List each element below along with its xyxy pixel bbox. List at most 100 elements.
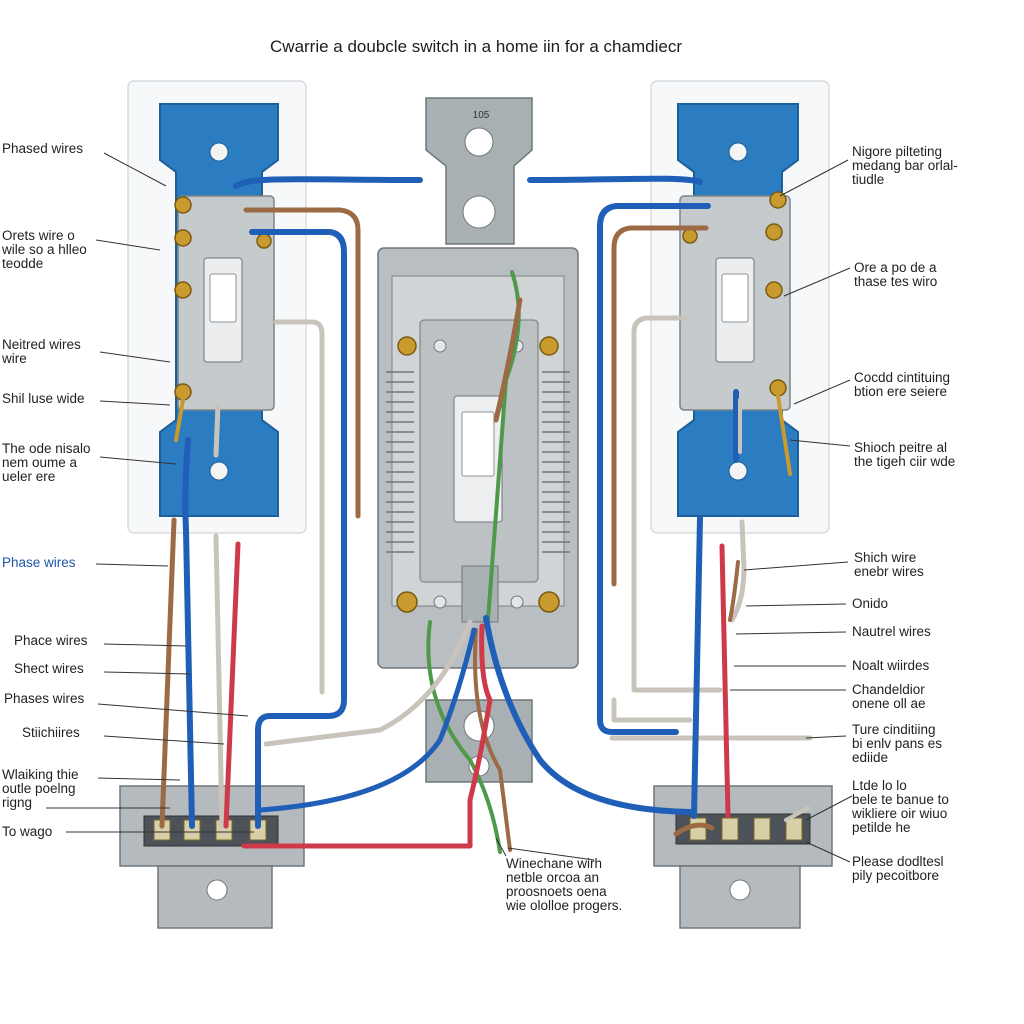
callout-label-line: teodde — [2, 256, 43, 271]
right-terminal-screw — [682, 228, 698, 244]
blue-wire — [597, 203, 711, 735]
gray-wire — [273, 319, 325, 695]
blue-wire — [182, 437, 195, 829]
right-strap-screw-hole — [728, 142, 748, 162]
green-wire — [426, 620, 502, 854]
callout-label: Shil luse wide — [2, 391, 85, 406]
callout-label-line: wikliere oir wiuo — [851, 806, 947, 821]
callout-label-line: Ltde lo lo — [852, 778, 907, 793]
callout-label: Onido — [852, 596, 888, 611]
callout-label-line: Shil luse wide — [2, 391, 85, 406]
callout-label-line: Phace wires — [14, 633, 88, 648]
left-terminal-screw — [174, 196, 192, 214]
left-terminal-screw — [174, 383, 192, 401]
callout-label-line: petilde he — [852, 820, 911, 835]
callout-label-line: bi enlv pans es — [852, 736, 942, 751]
callout-label: Phace wires — [14, 633, 88, 648]
callout-label-line: Phase wires — [2, 555, 76, 570]
right-wago-hole — [729, 879, 751, 901]
callout-label-line: Phased wires — [2, 141, 83, 156]
left-terminal-screw — [256, 233, 272, 249]
callout-label-line: Neitred wires — [2, 337, 81, 352]
blue-wire — [483, 615, 693, 815]
callout-label-line: wile so a hlleo — [1, 242, 87, 257]
callout-label-line: pily pecoitbore — [852, 868, 939, 883]
right-strap-screw-hole — [728, 461, 748, 481]
blue-wire — [691, 515, 703, 819]
leader-lines — [46, 152, 853, 863]
red-wire — [223, 541, 241, 829]
center-top-hole — [462, 195, 496, 229]
gray-wire — [611, 697, 693, 723]
callout-label-line: proosnoets oena — [506, 884, 607, 899]
brown-wire — [673, 822, 715, 837]
left-toggle-lever[interactable] — [209, 273, 237, 323]
callout-label-line: Orets wire o — [2, 228, 75, 243]
callout-label: Phase wires — [2, 555, 76, 570]
center-toggle-lever[interactable] — [461, 411, 495, 477]
callout-label-line: enebr wires — [854, 564, 924, 579]
right-toggle-lever[interactable] — [721, 273, 749, 323]
left-wago-hole — [206, 879, 228, 901]
red-wire — [719, 543, 731, 819]
center-top-ear — [425, 97, 533, 245]
callout-label-line: Please dodltesl — [852, 854, 944, 869]
callout-label-line: thase tes wiro — [854, 274, 937, 289]
blue-wire — [527, 175, 703, 185]
center-small-screw — [433, 339, 447, 353]
callout-label: Nautrel wires — [852, 624, 931, 639]
callout-label-line: bele te banue to — [852, 792, 949, 807]
callout-label: Stiichiires — [22, 725, 80, 740]
callout-label-line: rigng — [2, 795, 32, 810]
center-double-switch: 105 — [377, 97, 579, 783]
blue-wire — [257, 627, 477, 813]
left-spring-coils — [386, 371, 414, 553]
callout-label-line: The ode nisalo — [2, 441, 91, 456]
brown-wire — [493, 297, 523, 423]
gray-wire — [784, 806, 810, 822]
callout-label-line: outle poelng — [2, 781, 76, 796]
center-small-screw — [433, 595, 447, 609]
callout-label: Phased wires — [2, 141, 83, 156]
brown-wire — [728, 560, 740, 622]
callout-label-line: the tigeh ciir wde — [854, 454, 955, 469]
right-terminal-screw — [769, 191, 787, 209]
callout-label-line: medang bar orlal- — [852, 158, 958, 173]
diagram-title: Cwarrie a doubcle switch in a home iin f… — [270, 37, 682, 56]
callout-label: Shect wires — [14, 661, 84, 676]
red-wire — [241, 623, 493, 849]
right-wago-clamp — [753, 817, 771, 841]
callout-label-line: wie ololloe progers. — [505, 898, 622, 913]
right-spring-coils — [542, 371, 570, 553]
callout-label: Phases wires — [4, 691, 85, 706]
blue-wire — [233, 176, 423, 189]
callout-label-line: onene oll ae — [852, 696, 926, 711]
callout-label-line: Noalt wiirdes — [852, 658, 930, 673]
right-brass-lead — [776, 394, 792, 476]
callout-label: Noalt wiirdes — [852, 658, 930, 673]
callout-label-line: Phases wires — [4, 691, 85, 706]
center-top-mark: 105 — [473, 110, 490, 121]
right-terminal-screw — [769, 379, 787, 397]
gray-wire — [729, 519, 747, 623]
gray-wire — [213, 533, 225, 829]
right-wago-clamp — [689, 817, 707, 841]
gray-wire — [213, 402, 221, 458]
callout-label-line: Nautrel wires — [852, 624, 931, 639]
callout-label-line: Ore a po de a — [854, 260, 937, 275]
callout-label-line: tiudle — [852, 172, 884, 187]
